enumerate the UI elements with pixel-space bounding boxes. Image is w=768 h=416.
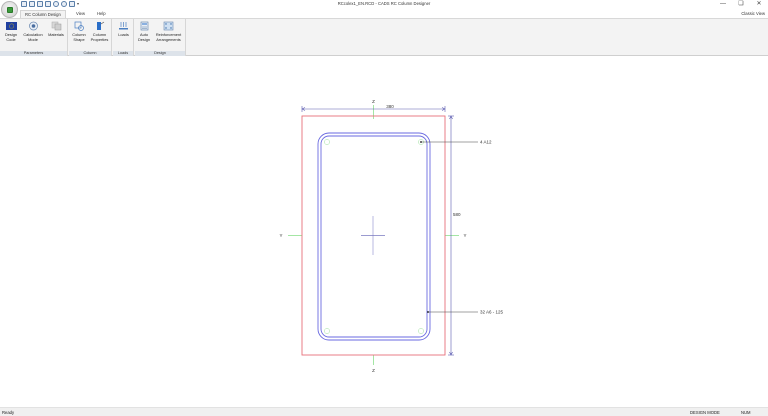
status-bar: Ready DESIGN MODE NUM <box>0 407 768 416</box>
ribbon: Design Code Calculation Mode Materials P… <box>0 18 768 56</box>
qat-dropdown-icon[interactable]: ▾ <box>77 1 80 6</box>
maximize-button[interactable]: ❏ <box>738 1 744 7</box>
group-loads: Loads Loads <box>113 19 134 56</box>
application-menu-button[interactable] <box>1 1 18 18</box>
status-mode: DESIGN MODE <box>690 410 720 415</box>
column-properties-icon <box>97 21 105 30</box>
column-properties-label-1: Column <box>92 32 107 38</box>
design-code-label-2: Code <box>6 36 16 42</box>
reinforcement-arrangements-label-1: Reinforcement <box>155 32 182 38</box>
loads-button[interactable]: Loads <box>114 21 133 38</box>
link-outer <box>317 132 431 341</box>
group-label-loads: Loads <box>113 51 133 56</box>
main-bar-top-left <box>324 139 330 145</box>
ribbon-tabs: RC Column Design View Help Classic View <box>0 10 768 18</box>
undo-icon[interactable] <box>53 1 59 7</box>
app-logo-icon <box>7 7 13 13</box>
auto-design-icon <box>140 21 148 31</box>
calculation-mode-label-2: Mode <box>28 36 38 42</box>
main-bar-label: 4 A12 <box>480 140 492 145</box>
group-label-design: Design <box>135 51 185 56</box>
calculation-mode-icon <box>28 21 38 31</box>
main-bar-bottom-right <box>418 328 424 334</box>
column-shape-label-1: Column <box>72 32 86 38</box>
classic-view-link[interactable]: Classic View <box>741 11 765 16</box>
status-text: Ready <box>2 410 15 415</box>
axis-z-top-label: Z <box>372 99 375 104</box>
column-shape-button[interactable]: Column Shape <box>70 21 88 42</box>
reinforcement-arrangements-icon <box>163 21 174 31</box>
column-outline <box>301 115 446 356</box>
auto-design-label-1: Auto <box>139 32 148 38</box>
column-properties-button[interactable]: Column Properties <box>88 21 111 42</box>
column-shape-icon <box>74 21 84 31</box>
link-label: 32 A6 - 125 <box>480 310 504 315</box>
title-bar: RCcolex1_EN.RCD - CADS RC Column Designe… <box>0 0 768 10</box>
window-controls: — ❏ ✕ <box>714 0 768 9</box>
group-column: Column Shape Column Properties Column <box>69 19 112 56</box>
width-dimension-label: 380 <box>386 104 394 109</box>
save-as-icon[interactable] <box>45 1 51 7</box>
group-design: Auto Design Reinforcement Arrangements D… <box>135 19 186 56</box>
print-preview-icon[interactable] <box>69 1 75 7</box>
status-num-lock: NUM <box>741 410 751 415</box>
quick-access-toolbar: ▾ <box>21 1 79 7</box>
axis-y-left-label: Y <box>279 233 282 238</box>
close-button[interactable]: ✕ <box>756 1 762 7</box>
materials-label: Materials <box>48 32 64 38</box>
window-title: RCcolex1_EN.RCD - CADS RC Column Designe… <box>337 1 431 6</box>
column-shape-label-2: Shape <box>73 36 85 42</box>
auto-design-label-2: Design <box>137 36 151 42</box>
loads-label: Loads <box>118 32 129 38</box>
column-properties-label-2: Properties <box>90 36 109 42</box>
axis-z-bottom-label: Z <box>372 368 375 373</box>
tab-rc-column-design[interactable]: RC Column Design <box>20 10 66 18</box>
group-label-column: Column <box>69 51 111 56</box>
axis-y-right-label: Y <box>463 233 466 238</box>
new-icon[interactable] <box>21 1 27 7</box>
calculation-mode-label-1: Calculation <box>23 32 43 38</box>
column-section-drawing: Z Z Y Y 380 580 4 A12 32 A6 - 125 <box>279 99 504 373</box>
design-code-button[interactable]: Design Code <box>2 21 20 42</box>
minimize-button[interactable]: — <box>720 1 726 7</box>
main-bar-bottom-left <box>324 328 330 334</box>
group-parameters: Design Code Calculation Mode Materials P… <box>0 19 68 56</box>
design-code-label-1: Design <box>4 32 18 38</box>
link-inner <box>320 135 428 338</box>
group-label-parameters: Parameters <box>0 51 67 56</box>
materials-icon <box>51 21 61 31</box>
redo-icon[interactable] <box>61 1 67 7</box>
drawing-canvas[interactable]: Z Z Y Y 380 580 4 A12 32 A6 - 125 <box>0 57 768 407</box>
tab-view[interactable]: View <box>76 11 86 16</box>
reinforcement-arrangements-button[interactable]: Reinforcement Arrangements <box>152 21 185 42</box>
height-dimension-label: 580 <box>453 212 461 217</box>
tab-help[interactable]: Help <box>97 11 106 16</box>
materials-button[interactable]: Materials <box>46 21 66 38</box>
save-icon[interactable] <box>37 1 43 7</box>
reinforcement-arrangements-label-2: Arrangements <box>156 36 181 42</box>
eu-flag-icon <box>5 22 17 30</box>
calculation-mode-button[interactable]: Calculation Mode <box>20 21 46 42</box>
open-icon[interactable] <box>29 1 35 7</box>
loads-icon <box>119 22 128 30</box>
auto-design-button[interactable]: Auto Design <box>136 21 152 42</box>
